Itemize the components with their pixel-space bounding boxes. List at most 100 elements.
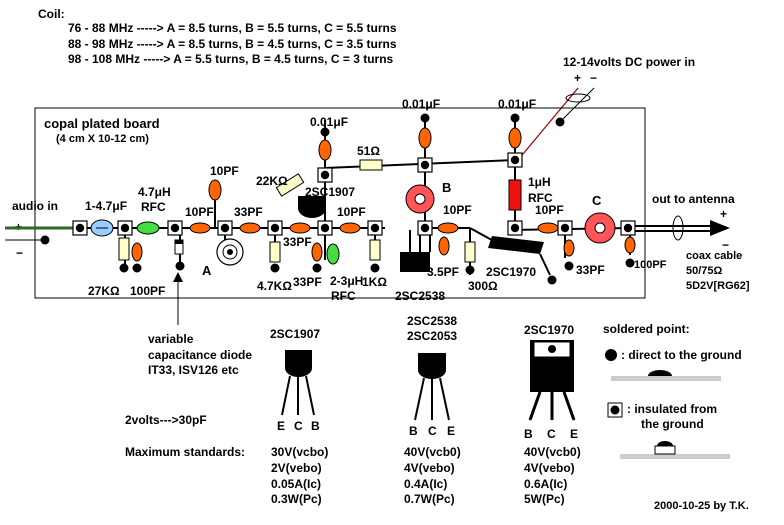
power-plus: + xyxy=(574,71,581,85)
coil-line-1: 76 - 88 MHz -----> A = 8.5 turns, B = 5.… xyxy=(68,21,397,35)
varicap-line-3: IT33, ISV126 etc xyxy=(148,363,239,377)
transistor-2sc1907-board xyxy=(298,196,326,218)
cap-33pf-a xyxy=(239,222,261,234)
max-standards-label: Maximum standards: xyxy=(125,445,245,459)
audio-minus: − xyxy=(16,246,23,260)
varicap-line-2: capacitance diode xyxy=(148,348,252,362)
board-size: (4 cm X 10-12 cm) xyxy=(56,133,149,145)
output-minus: − xyxy=(722,238,729,252)
spec-vebo: 2V(vebo) xyxy=(271,461,322,475)
coax-line-1: coax cable xyxy=(686,250,742,262)
credit: 2000-10-25 by T.K. xyxy=(654,500,749,512)
cap-10pf-e xyxy=(537,222,559,234)
pinout-2sc1970-name: 2SC1970 xyxy=(524,323,574,337)
transistor-2sc2538-board-label: 2SC2538 xyxy=(395,289,445,303)
power-minus: − xyxy=(590,71,597,85)
spec-ic: 0.6A(Ic) xyxy=(524,477,567,491)
cap-33pf-b-label: 33PF xyxy=(283,235,312,249)
cap-33pf-a-label: 33PF xyxy=(234,205,263,219)
resistor-27k xyxy=(118,237,130,261)
resistor-4-7k xyxy=(269,241,281,263)
cap-33pf-d xyxy=(563,239,575,257)
coil-a-label: A xyxy=(202,263,212,278)
coil-line-2: 88 - 98 MHz -----> A = 8.5 turns, B = 4.… xyxy=(68,37,397,51)
transistor-2sc1970-board-label: 2SC1970 xyxy=(486,265,536,279)
rfc-1uh-value: 1μH xyxy=(528,175,551,189)
legend-insulated-1: : insulated from xyxy=(627,402,717,416)
pin-e: E xyxy=(570,427,578,441)
pin-c: C xyxy=(294,419,303,433)
spec-ic: 0.4A(Ic) xyxy=(404,477,447,491)
legend-insulated-2: the ground xyxy=(641,417,704,431)
resistor-1k xyxy=(369,239,381,261)
cap-100pf-left xyxy=(131,242,143,262)
cap-001uf-c xyxy=(508,127,522,149)
spec-pc: 0.7W(Pc) xyxy=(404,492,455,506)
resistor-51-label: 51Ω xyxy=(357,144,380,158)
cap-10pf-a xyxy=(208,179,222,201)
cap-10pf-b xyxy=(189,222,211,234)
pinout-2sc1907-name: 2SC1907 xyxy=(270,327,320,341)
solder-legend: soldered point: : direct to the ground :… xyxy=(603,322,742,459)
cap-001uf-a-label: 0.01μF xyxy=(310,115,348,129)
pin-e: E xyxy=(447,424,455,438)
resistor-22k xyxy=(275,173,305,197)
insulated-ground-symbol xyxy=(610,405,620,415)
rfc-2-3uh xyxy=(326,243,340,265)
pinout-2sc2538: 2SC2538 2SC2053 B C E 40V(vcb0) 4V(vebo)… xyxy=(404,314,461,506)
power-ground-point xyxy=(555,117,565,127)
power-label: 12-14volts DC power in xyxy=(563,55,695,69)
varicap-line-1: variable xyxy=(148,332,194,346)
spec-pc: 5W(Pc) xyxy=(524,492,565,506)
rfc-4-7uh xyxy=(136,221,160,235)
cap-10pf-a-label: 10PF xyxy=(210,164,239,178)
cap-10pf-e-label: 10PF xyxy=(535,203,564,217)
pin-b: B xyxy=(524,427,533,441)
legend-title: soldered point: xyxy=(603,322,690,336)
cap-3-5pf-label: 3.5PF xyxy=(427,265,459,279)
rfc-4-7uh-value: 4.7μH xyxy=(138,185,171,199)
resistor-27k-label: 27KΩ xyxy=(88,284,120,298)
cap-001uf-c-label: 0.01μF xyxy=(498,97,536,111)
cap-100pf-right-label: 100PF xyxy=(634,259,667,271)
pin-c: C xyxy=(547,427,556,441)
pinout-2sc1970: 2SC1970 B C E 40V(vcb0) 4V(vebo) 0.6A(Ic… xyxy=(524,323,581,506)
audio-label: audio in xyxy=(12,199,58,213)
legend-direct: : direct to the ground xyxy=(621,348,742,362)
coil-title: Coil: xyxy=(38,7,65,21)
varicap-note: 2volts--->30pF xyxy=(125,413,207,427)
coax-line-3: 5D2V[RG62] xyxy=(686,280,750,292)
resistor-4-7k-label: 4.7KΩ xyxy=(257,279,292,293)
cap-001uf-b xyxy=(418,127,432,149)
spec-ic: 0.05A(Ic) xyxy=(271,477,321,491)
transistor-2sc1970-board xyxy=(488,236,544,254)
coil-c-label: C xyxy=(592,193,602,208)
cap-10pf-d xyxy=(437,222,459,234)
spec-pc: 0.3W(Pc) xyxy=(271,492,322,506)
pin-b: B xyxy=(409,424,418,438)
spec-vebo: 4V(vebo) xyxy=(524,461,575,475)
resistor-51 xyxy=(359,159,383,171)
transistor-2sc2538-board xyxy=(400,252,430,272)
cap-001uf-b-label: 0.01μF xyxy=(402,97,440,111)
rfc-4-7uh-label: RFC xyxy=(141,200,166,214)
output-plus: + xyxy=(720,207,727,221)
cap-10pf-c xyxy=(339,222,361,234)
resistor-300-label: 300Ω xyxy=(468,279,498,293)
board-title: copal plated board xyxy=(44,116,160,131)
rfc-1uh-label: RFC xyxy=(528,191,553,205)
cap-33pf-c-label: 33PF xyxy=(293,275,322,289)
pinout-2sc1907: 2SC1907 E C B 30V(vcbo) 2V(vebo) 0.05A(I… xyxy=(270,327,328,506)
cap-001uf-a xyxy=(318,139,332,161)
board-outline xyxy=(34,107,646,299)
pin-e: E xyxy=(277,419,285,433)
pinout-2sc2538-name: 2SC2538 xyxy=(407,314,457,328)
cap-33pf-c xyxy=(311,242,323,262)
rfc-2-3uh-value: 2-3μH xyxy=(330,274,363,288)
rfc-2-3uh-label: RFC xyxy=(331,289,356,303)
cap-10pf-d-label: 10PF xyxy=(443,203,472,217)
cap-10pf-b-label: 10PF xyxy=(185,205,214,219)
spec-vcbo: 40V(vcb0) xyxy=(524,445,581,459)
